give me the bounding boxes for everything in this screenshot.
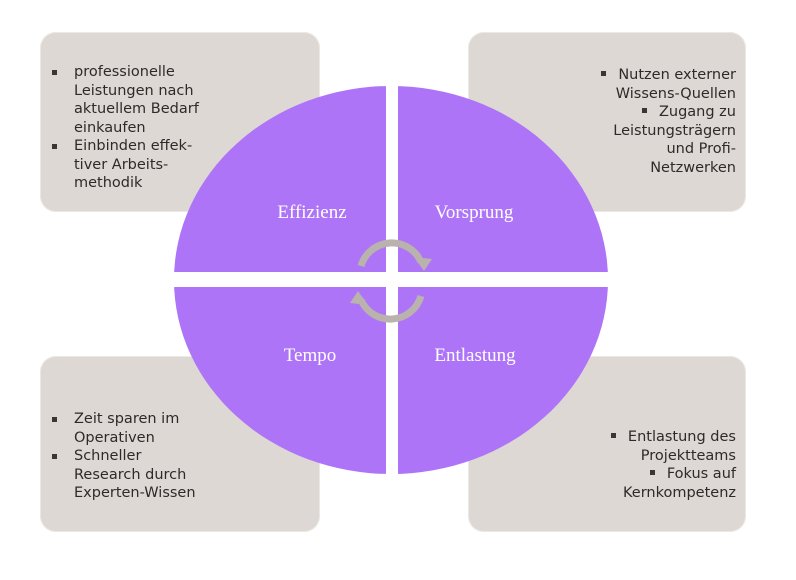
quadrant-top-left <box>174 86 386 272</box>
bullet-icon <box>601 70 607 76</box>
list-item-text: Nutzen externer Wissens-Quellen <box>615 67 736 102</box>
list-item: Nutzen externer Wissens-Quellen <box>506 66 736 103</box>
list-item: Einbinden effek- tiver Arbeits- methodik <box>44 137 234 193</box>
list-item: Zeit sparen im Operativen <box>44 410 244 447</box>
bullet-icon <box>52 417 57 422</box>
quadrant-label-tempo: Tempo <box>284 345 337 366</box>
bullet-icon <box>52 144 57 149</box>
quadrant-bottom-right <box>398 287 608 474</box>
card-bottom-left-list: Zeit sparen im Operativen Schneller Rese… <box>44 410 244 503</box>
bullet-icon <box>52 70 57 75</box>
bullet-icon <box>649 469 655 475</box>
list-item: Entlastung des Projektteams <box>506 428 736 465</box>
list-item-text: Einbinden effek- tiver Arbeits- methodik <box>74 138 193 191</box>
card-bottom-right-list: Entlastung des Projektteams Fokus auf Ke… <box>506 428 736 502</box>
quadrant-label-entlastung: Entlastung <box>434 345 516 366</box>
list-item-text: Schneller Research durch Experten-Wissen <box>74 448 196 501</box>
cycle-arrows-icon <box>350 239 432 323</box>
quadrant-label-vorsprung: Vorsprung <box>435 202 514 223</box>
list-item-text: Fokus auf Kernkompetenz <box>622 466 736 501</box>
list-item-text: Zugang zu Leistungsträgern und Profi- Ne… <box>613 104 736 176</box>
list-item-text: professionelle Leistungen nach aktuellem… <box>74 64 199 136</box>
card-top-left-list: professionelle Leistungen nach aktuellem… <box>44 63 234 193</box>
bullet-icon <box>610 432 616 438</box>
bullet-icon <box>52 454 57 459</box>
quadrant-bottom-left <box>174 287 386 474</box>
list-item-text: Entlastung des Projektteams <box>627 429 736 464</box>
list-item-text: Zeit sparen im Operativen <box>74 411 180 446</box>
quadrant-top-right <box>398 86 608 272</box>
list-item: Schneller Research durch Experten-Wissen <box>44 447 244 503</box>
list-item: Zugang zu Leistungsträgern und Profi- Ne… <box>506 103 736 177</box>
bullet-icon <box>641 107 647 113</box>
quadrant-label-effizienz: Effizienz <box>277 202 346 223</box>
list-item: Fokus auf Kernkompetenz <box>506 465 736 502</box>
list-item: professionelle Leistungen nach aktuellem… <box>44 63 234 137</box>
card-top-right-list: Nutzen externer Wissens-Quellen Zugang z… <box>506 66 736 177</box>
